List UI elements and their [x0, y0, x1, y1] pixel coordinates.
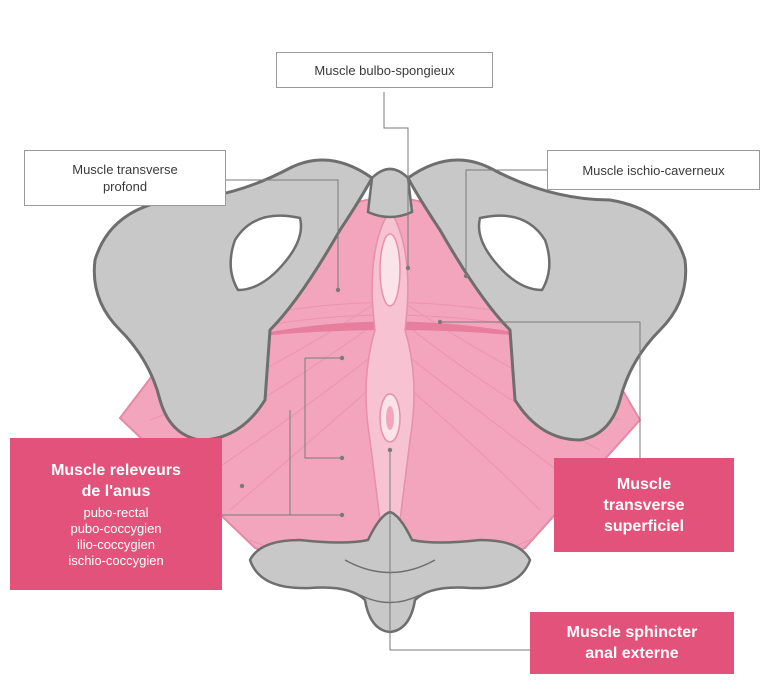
label-releveurs-title2: de l'anus [81, 482, 151, 500]
label-transverse-profond-line1: Muscle transverse [72, 162, 178, 177]
label-sphincter-anal: Muscle sphincter anal externe [530, 612, 734, 674]
label-releveurs-part: pubo-rectal [83, 504, 149, 520]
label-releveurs-anus: Muscle releveurs de l'anus pubo-rectal p… [10, 438, 222, 590]
label-transverse-superficiel-line: superficiel [603, 517, 685, 535]
label-ischio-text: Muscle ischio-caverneux [582, 162, 725, 178]
label-bulbo-spongieux: Muscle bulbo-spongieux [276, 52, 493, 88]
label-bulbo-text: Muscle bulbo-spongieux [314, 62, 455, 78]
label-releveurs-part: pubo-coccygien [70, 520, 162, 536]
label-transverse-superficiel-line: transverse [603, 496, 685, 514]
urethra-opening [379, 233, 401, 307]
label-releveurs-part: ilio-coccygien [76, 536, 156, 552]
label-ischio-caverneux: Muscle ischio-caverneux [547, 150, 760, 190]
label-releveurs-title1: Muscle releveurs [51, 461, 181, 479]
right-pelvic-bone [406, 158, 688, 442]
label-transverse-profond: Muscle transverse profond [24, 150, 226, 206]
label-sphincter-line2: anal externe [585, 645, 679, 662]
pubic-symphysis [366, 167, 414, 219]
left-pelvic-bone [92, 158, 374, 442]
label-releveurs-part: ischio-coccygien [68, 552, 164, 568]
label-transverse-superficiel: Muscle transverse superficiel [554, 458, 734, 552]
label-transverse-profond-line2: profond [102, 179, 148, 194]
label-sphincter-line1: Muscle sphincter [566, 624, 698, 641]
label-transverse-superficiel-line: Muscle [616, 475, 672, 493]
